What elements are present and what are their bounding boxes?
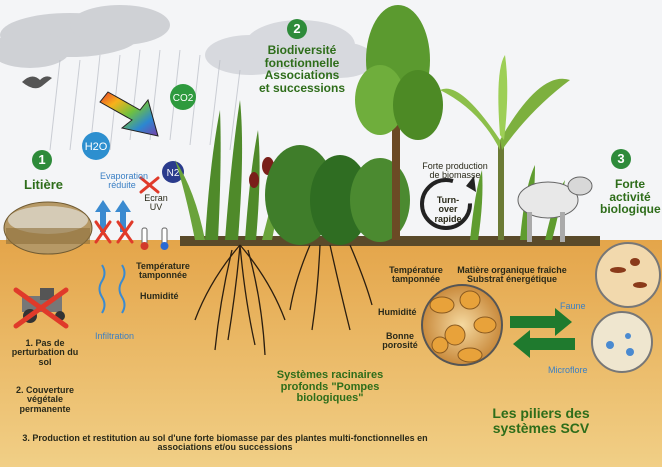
conclusion-title: Les piliers des systèmes SCV <box>492 405 590 436</box>
section2-title: Biodiversité fonctionnelle Associations … <box>258 43 346 95</box>
roots <box>194 244 373 356</box>
h2o-text: H2O <box>85 141 108 153</box>
section1-title: Litière <box>24 177 64 192</box>
evaporation-cross-icon <box>94 220 134 244</box>
item2-label: 2. Couverture végétale permanente <box>15 385 75 414</box>
no-tillage-cross-icon <box>13 287 69 329</box>
shrubs <box>265 145 410 245</box>
bird-icon <box>22 76 52 89</box>
infiltration-arrows <box>98 264 126 314</box>
matiere-label: Matière organique fraîche Substrat énerg… <box>457 265 567 285</box>
forte-production-label: Forte production de biomasse <box>422 161 488 181</box>
evaporation-label: Evaporation réduite <box>100 171 149 191</box>
cloud-left <box>0 5 170 68</box>
banana-plant <box>440 55 570 240</box>
crops <box>175 100 285 240</box>
infiltration-label: Infiltration <box>95 331 135 341</box>
co2-text: CO2 <box>173 93 194 104</box>
cloud-right <box>205 20 375 78</box>
cow-icon <box>517 176 593 242</box>
turnover-cycle-icon <box>420 178 472 230</box>
porosite-label: Bonne porosité <box>382 331 418 351</box>
ground-strip <box>180 236 600 246</box>
soil <box>0 240 662 467</box>
exchange-arrows <box>510 308 575 358</box>
n2-text: N2 <box>167 168 180 179</box>
humidite1-label: Humidité <box>140 291 179 301</box>
co2-icon <box>170 84 196 110</box>
section2-number: 2 <box>287 19 307 39</box>
evaporation-arrows <box>95 200 131 232</box>
section1-number: 1 <box>32 150 52 170</box>
roots-label: Systèmes racinaires profonds "Pompes bio… <box>276 369 384 405</box>
temperature3-label: Température tamponnée <box>389 265 443 285</box>
humidite3-label: Humidité <box>378 307 417 317</box>
item1-label: 1. Pas de perturbation du sol <box>11 338 79 367</box>
fauna-icon <box>595 242 661 308</box>
ecran-uv-label: Ecran UV <box>144 193 168 213</box>
item3-label: 3. Production et restitution au sol d'un… <box>22 433 428 453</box>
thermometer-icon <box>140 227 169 250</box>
light-arrow <box>99 91 159 137</box>
turnover-label: Turn-over rapide <box>434 195 462 224</box>
microflore-label: Microflore <box>548 365 588 375</box>
microflora-icon <box>591 311 653 373</box>
temperature1-label: Température tamponnée <box>136 261 190 281</box>
section3-number: 3 <box>611 149 631 169</box>
h2o-icon <box>82 132 110 160</box>
tree <box>355 5 443 240</box>
uv-cross-icon <box>139 176 160 194</box>
faune-label: Faune <box>560 301 586 311</box>
section3-title: Forte activité biologique <box>600 177 661 217</box>
